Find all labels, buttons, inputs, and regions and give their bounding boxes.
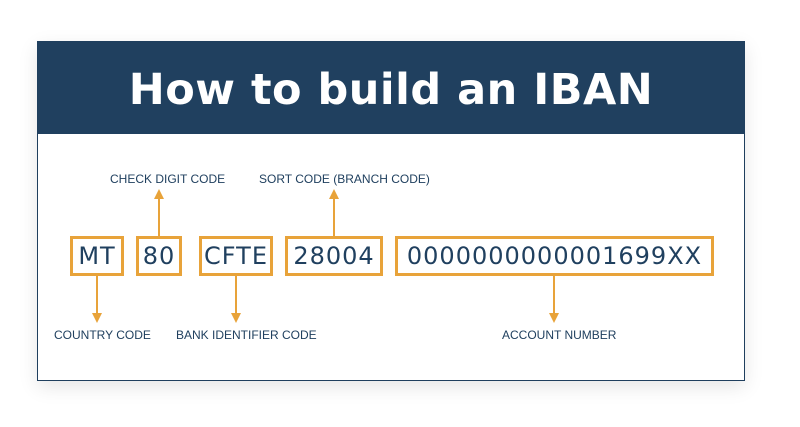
account-number-label: ACCOUNT NUMBER <box>502 328 617 342</box>
page-title: How to build an IBAN <box>128 65 654 115</box>
country-code-label: COUNTRY CODE <box>54 328 151 342</box>
connector-arrows <box>92 189 559 323</box>
check-digit-label: CHECK DIGIT CODE <box>110 172 226 186</box>
iban-card: How to build an IBAN MT 80 CFTE 28004 00… <box>37 41 745 381</box>
bank-identifier-box: CFTE <box>199 236 273 276</box>
country-code-box: MT <box>70 236 124 276</box>
bank-identifier-label: BANK IDENTIFIER CODE <box>176 328 317 342</box>
sort-code-label: SORT CODE (BRANCH CODE) <box>259 172 430 186</box>
sort-code-box: 28004 <box>285 236 383 276</box>
title-banner: How to build an IBAN <box>38 42 744 134</box>
check-digit-box: 80 <box>136 236 182 276</box>
account-number-box: 0000000000001699XX <box>395 236 714 276</box>
